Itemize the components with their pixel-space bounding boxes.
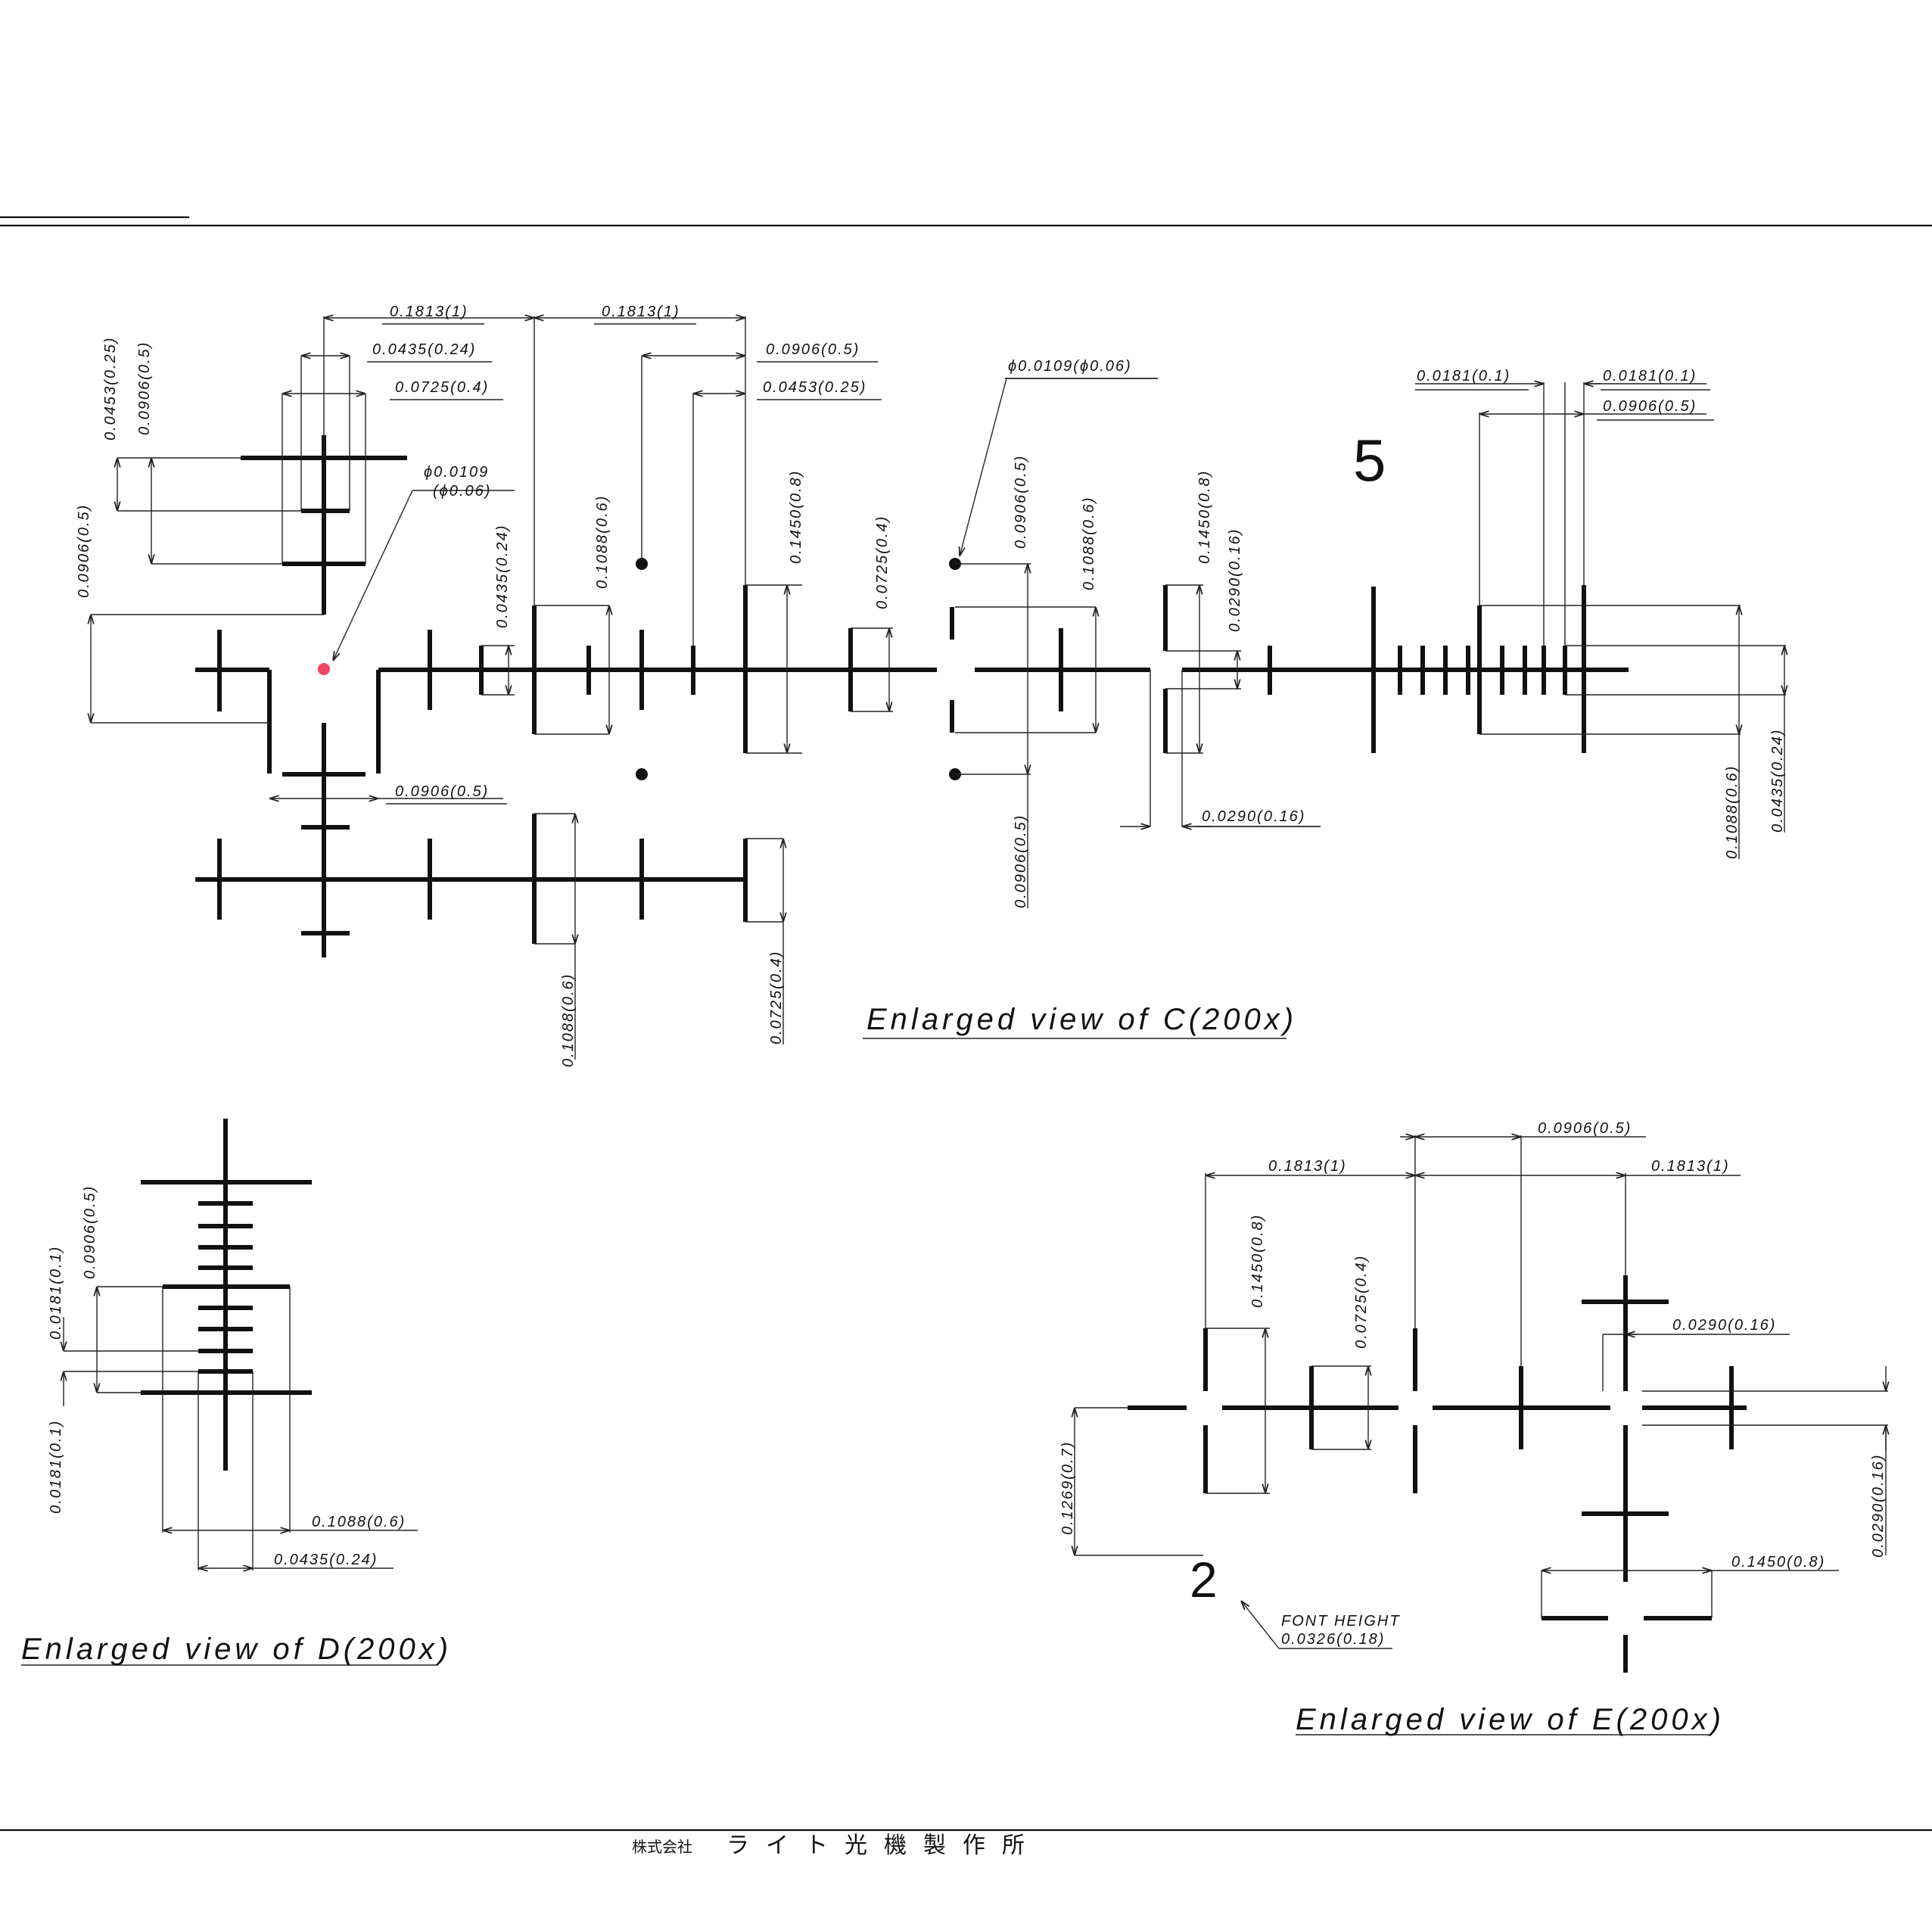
dim-c5: 0.0906(0.5) (766, 341, 860, 358)
dim-d5: 0.0435(0.24) (274, 1552, 378, 1568)
dim-c24: 0.0181(0.1) (1603, 368, 1697, 384)
font-height-label: FONT HEIGHT (1281, 1613, 1401, 1630)
view-c-dimension-texts: 0.1813(1) 0.1813(1) 0.0435(0.24) 0.0725(… (76, 304, 1786, 1067)
dim-c19: 0.1450(0.8) (1196, 470, 1213, 564)
dim-e6: 0.0290(0.16) (1672, 1317, 1776, 1334)
dim-e9: 0.1450(0.8) (1731, 1554, 1825, 1570)
dim-d2: 0.0181(0.1) (48, 1246, 64, 1340)
dim-c-left: 0.0906(0.5) (76, 504, 92, 598)
numeral-two: 2 (1190, 1552, 1218, 1608)
font-height-value: 0.0326(0.18) (1281, 1631, 1385, 1648)
dim-e7: 0.1269(0.7) (1059, 1441, 1076, 1535)
dim-c25: 0.0906(0.5) (1603, 398, 1697, 415)
view-e-dimension-lines (1075, 1135, 1888, 1735)
numeral-five: 5 (1353, 427, 1386, 493)
dim-c16: ϕ0.0109(ϕ0.06) (1008, 358, 1132, 375)
view-e-title: Enlarged view of E(200x) (1296, 1703, 1725, 1736)
company-prefix: 株式会社 (632, 1838, 692, 1856)
dim-c13: 0.1450(0.8) (788, 470, 804, 564)
dim-d3: 0.0181(0.1) (48, 1420, 64, 1514)
dim-e1: 0.0906(0.5) (1538, 1120, 1632, 1137)
view-e-reticle (1128, 1275, 1747, 1673)
dim-c29: 0.0725(0.4) (768, 951, 785, 1044)
dim-c21: 0.0290(0.16) (1202, 808, 1305, 825)
dim-d1: 0.0906(0.5) (82, 1185, 98, 1279)
sheet-frame (0, 216, 1932, 1832)
dim-c18: 0.1088(0.6) (1081, 497, 1097, 590)
dim-c10a: ϕ0.0109 (424, 464, 489, 481)
dim-c28: 0.1088(0.6) (560, 973, 577, 1067)
dim-c8: 0.0906(0.5) (136, 341, 153, 435)
dim-c20: 0.0290(0.16) (1227, 528, 1243, 632)
dim-c6: 0.0453(0.25) (102, 337, 119, 440)
view-c-reticle (195, 435, 1629, 957)
dim-e5: 0.0725(0.4) (1353, 1255, 1370, 1349)
dim-e4: 0.1450(0.8) (1249, 1214, 1266, 1308)
dim-c9: 0.0906(0.5) (395, 783, 489, 800)
view-e-dimension-texts: 0.0906(0.5) 0.1813(1) 0.1813(1) 0.1450(0… (1059, 1120, 1887, 1736)
dim-c11: 0.0435(0.24) (494, 525, 511, 628)
dim-c10b: (ϕ0.06) (433, 483, 491, 500)
dim-e2: 0.1813(1) (1268, 1158, 1347, 1175)
dim-c14: 0.0725(0.4) (874, 515, 891, 609)
dim-e8: 0.0290(0.16) (1870, 1454, 1887, 1558)
view-d-reticle (141, 1119, 312, 1471)
dim-c22: 0.0906(0.5) (1013, 814, 1029, 908)
dim-c1: 0.1813(1) (390, 304, 468, 320)
view-c-title: Enlarged view of C(200x) (866, 1003, 1297, 1036)
dim-c26: 0.1088(0.6) (1724, 765, 1741, 859)
dim-c4: 0.0725(0.4) (395, 379, 489, 396)
view-d-title: Enlarged view of D(200x) (21, 1633, 452, 1666)
dim-c27: 0.0435(0.24) (1769, 729, 1786, 833)
dim-c23: 0.0181(0.1) (1417, 368, 1510, 384)
dim-e3: 0.1813(1) (1651, 1158, 1730, 1175)
view-c-dimension-lines (91, 316, 1786, 1060)
dim-d4: 0.1088(0.6) (312, 1514, 406, 1530)
dim-c7: 0.0453(0.25) (763, 379, 866, 396)
title-block: 株式会社 ライト光機製作所 (632, 1833, 1041, 1858)
view-d-dimension-lines (21, 1286, 437, 1666)
dim-c12: 0.1088(0.6) (594, 495, 611, 589)
dim-c3: 0.0435(0.24) (372, 341, 476, 358)
dim-c2: 0.1813(1) (602, 304, 680, 320)
company-name: ライト光機製作所 (726, 1833, 1041, 1858)
view-d-dimension-texts: 0.0906(0.5) 0.0181(0.1) 0.0181(0.1) 0.10… (21, 1185, 452, 1666)
dim-c17: 0.0906(0.5) (1013, 455, 1029, 549)
